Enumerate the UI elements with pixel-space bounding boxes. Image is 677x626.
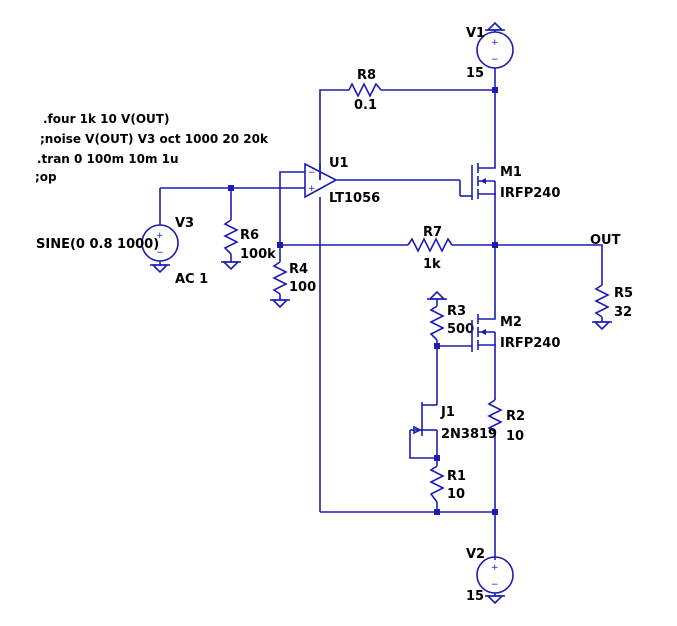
junction-dot (492, 509, 498, 515)
mosfet-m1[interactable]: M1 IRFP240 (471, 152, 560, 201)
jfet-j1[interactable]: J1 2N3819 (410, 402, 497, 442)
plus-sign: + (156, 231, 164, 241)
r2-name: R2 (506, 409, 525, 424)
ground-icon (593, 321, 611, 331)
resistor-r2[interactable]: R2 10 (487, 399, 525, 444)
r6-name: R6 (240, 228, 259, 243)
u1-name: U1 (329, 156, 349, 171)
resistor-r5[interactable]: R5 32 (592, 284, 633, 331)
resistor-r6[interactable]: R6 100k (221, 219, 276, 271)
ground-icon (486, 595, 504, 605)
junction-dot (434, 509, 440, 515)
minus-sign: − (156, 248, 164, 258)
m1-name: M1 (500, 165, 522, 180)
r7-name: R7 (423, 225, 442, 240)
u1-value: LT1056 (329, 191, 380, 206)
directive-four[interactable]: .four 1k 10 V(OUT) (43, 112, 169, 126)
ground-icon (428, 290, 446, 300)
voltage-source-v3[interactable]: + − V3 SINE(0 0.8 1000) AC 1 (36, 216, 208, 287)
v2-name: V2 (466, 547, 485, 562)
junction-dot (492, 242, 498, 248)
r8-name: R8 (357, 68, 376, 83)
resistor-r3[interactable]: R3 500 (427, 290, 474, 341)
v1-name: V1 (466, 26, 485, 41)
resistor-r1[interactable]: R1 10 (429, 465, 466, 503)
resistor-r7[interactable]: R7 1k (407, 225, 453, 272)
directive-op[interactable]: ;op (35, 170, 57, 184)
junction-dot (492, 87, 498, 93)
r8-value: 0.1 (354, 98, 377, 113)
junction-dot (277, 242, 283, 248)
v1-value: 15 (466, 66, 484, 81)
v3-ac: AC 1 (175, 272, 208, 287)
r3-value: 500 (447, 322, 474, 337)
spice-directives: .four 1k 10 V(OUT) ;noise V(OUT) V3 oct … (35, 112, 269, 184)
ground-icon (486, 21, 504, 31)
ground-icon (151, 264, 169, 274)
v3-name: V3 (175, 216, 194, 231)
r4-value: 100 (289, 280, 316, 295)
r3-name: R3 (447, 304, 466, 319)
net-label-out: OUT (590, 233, 621, 248)
r6-value: 100k (240, 247, 276, 262)
r4-name: R4 (289, 262, 308, 277)
m2-name: M2 (500, 315, 522, 330)
ground-icon (271, 299, 289, 309)
opamp-u1[interactable]: − + U1 LT1056 (304, 156, 380, 206)
mosfet-m2[interactable]: M2 IRFP240 (471, 307, 560, 352)
j1-name: J1 (440, 405, 455, 420)
junction-dot (434, 455, 440, 461)
m2-value: IRFP240 (500, 336, 560, 351)
directive-noise[interactable]: ;noise V(OUT) V3 oct 1000 20 20k (40, 132, 269, 146)
resistor-r4[interactable]: R4 100 (270, 261, 316, 309)
noninverting-input-sign: + (308, 184, 316, 194)
minus-sign: − (491, 580, 499, 590)
junction-dot (434, 343, 440, 349)
voltage-source-v1[interactable]: + − V1 15 (466, 21, 514, 81)
r7-value: 1k (423, 257, 441, 272)
v2-value: 15 (466, 589, 484, 604)
m1-value: IRFP240 (500, 186, 560, 201)
junctions (228, 87, 498, 515)
resistor-r8[interactable]: R8 0.1 (348, 68, 382, 113)
r5-name: R5 (614, 286, 633, 301)
j1-value: 2N3819 (441, 427, 497, 442)
r2-value: 10 (506, 429, 524, 444)
plus-sign: + (491, 563, 499, 573)
junction-dot (228, 185, 234, 191)
v3-value: SINE(0 0.8 1000) (36, 237, 159, 252)
plus-sign: + (491, 38, 499, 48)
r1-value: 10 (447, 487, 465, 502)
directive-tran[interactable]: .tran 0 100m 10m 1u (37, 152, 179, 166)
minus-sign: − (491, 55, 499, 65)
r5-value: 32 (614, 305, 632, 320)
voltage-source-v2[interactable]: + − V2 15 (466, 547, 514, 605)
inverting-input-sign: − (308, 168, 316, 178)
r1-name: R1 (447, 469, 466, 484)
ground-icon (222, 261, 240, 271)
